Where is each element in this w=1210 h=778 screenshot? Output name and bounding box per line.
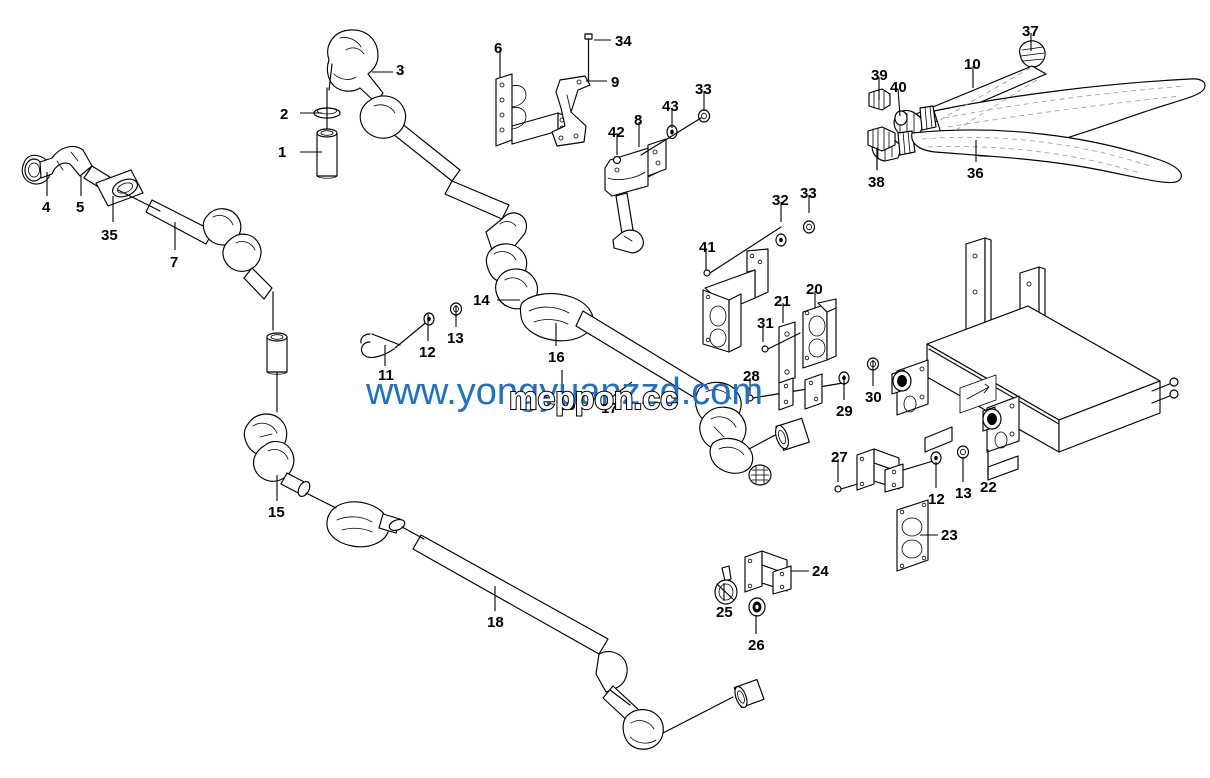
callout-2: 2 [280, 106, 289, 123]
callout-9: 9 [611, 74, 620, 91]
leader-40 [897, 88, 901, 117]
callout-41: 41 [699, 239, 716, 256]
callout-33a: 33 [695, 81, 712, 98]
callout-16: 16 [548, 349, 565, 366]
joint-body-lower [305, 492, 406, 548]
part-18-long-exhaust-pipe [401, 526, 734, 750]
part-32-washer [775, 233, 787, 247]
callout-37: 37 [1022, 23, 1039, 40]
part-43-washer [666, 124, 678, 140]
callout-15: 15 [268, 504, 285, 521]
clamp-plate-small-1 [778, 377, 794, 411]
center-knurled-nut [748, 464, 772, 486]
callout-42: 42 [608, 124, 625, 141]
callout-27: 27 [831, 449, 848, 466]
joint-cluster-center [695, 381, 778, 474]
bracket-27-body [856, 448, 904, 493]
lower-sleeve-left [266, 332, 288, 413]
tail-sleeve-bottom [733, 678, 765, 709]
callout-13a: 13 [447, 330, 464, 347]
callout-19: 19 [559, 397, 576, 414]
callout-7: 7 [170, 254, 179, 271]
callout-8: 8 [634, 112, 643, 129]
callout-39: 39 [871, 67, 888, 84]
callout-32: 32 [772, 192, 789, 209]
clamp-plate-small-2 [804, 373, 823, 410]
part-12a-washer [423, 312, 435, 326]
callout-10: 10 [964, 56, 981, 73]
callout-29: 29 [836, 403, 853, 420]
callout-leaders [46, 33, 1032, 634]
center-sleeve [775, 417, 810, 451]
callout-21: 21 [774, 293, 791, 310]
part-13b-nut [956, 445, 970, 459]
callout-18: 18 [487, 614, 504, 631]
callout-12b: 12 [928, 491, 945, 508]
callout-34: 34 [615, 33, 632, 50]
part-42-pin [612, 155, 622, 165]
part-8-mount-bracket [604, 138, 667, 254]
callout-40: 40 [890, 79, 907, 96]
part-9-curved-bracket [551, 75, 591, 147]
callout-33b: 33 [800, 185, 817, 202]
part-23-flange-plate [896, 499, 929, 572]
callout-30: 30 [865, 389, 882, 406]
callout-38: 38 [868, 174, 885, 191]
callout-3: 3 [396, 62, 405, 79]
callout-4: 4 [42, 199, 51, 216]
callout-26: 26 [748, 637, 765, 654]
callout-13b: 13 [955, 485, 972, 502]
callout-36: 36 [967, 165, 984, 182]
part-3-exhaust-elbow [326, 29, 528, 283]
part-31-bolt [761, 332, 801, 353]
part-22-silencer-assembly [891, 237, 1179, 481]
callout-20: 20 [806, 281, 823, 298]
callout-1: 1 [278, 144, 287, 161]
hose-assembly-group [867, 40, 1206, 184]
leader-17 [607, 381, 633, 401]
joint-cluster-upper-left [202, 208, 274, 331]
part-25-clamp [714, 565, 738, 605]
callout-23: 23 [941, 527, 958, 544]
callout-12a: 12 [419, 344, 436, 361]
part-34-bolt [584, 33, 593, 81]
callout-22: 22 [980, 479, 997, 496]
part-7-exhaust-tube [117, 189, 214, 245]
part-33b-nut [802, 220, 816, 234]
part-26-grommet [748, 597, 766, 617]
callout-35: 35 [101, 227, 118, 244]
callout-11: 11 [378, 367, 394, 384]
part-16-pipe-run [575, 310, 714, 405]
part-15-joint-body [243, 413, 311, 498]
callout-17: 17 [601, 400, 618, 417]
callout-5: 5 [76, 199, 85, 216]
callout-25: 25 [716, 604, 733, 621]
part-14-joint-flange [485, 243, 594, 342]
part-21-clamp-plate [778, 321, 796, 384]
part-20-clamp-half [802, 298, 837, 369]
part-33a-nut [697, 109, 711, 123]
part-41-bolt [703, 226, 782, 277]
part-24-bracket [744, 550, 792, 595]
part-1-sleeve [316, 87, 338, 179]
callout-43: 43 [662, 98, 679, 115]
part-11-hook-rod [360, 319, 430, 358]
callout-14: 14 [473, 292, 490, 309]
part-4-inlet-flange-pipe [21, 145, 93, 185]
part-28-bolt [746, 382, 844, 402]
callout-24: 24 [812, 563, 829, 580]
support-bracket-left [702, 248, 769, 353]
callout-28: 28 [743, 368, 760, 385]
callout-6: 6 [494, 40, 503, 57]
callout-31: 31 [757, 315, 774, 332]
